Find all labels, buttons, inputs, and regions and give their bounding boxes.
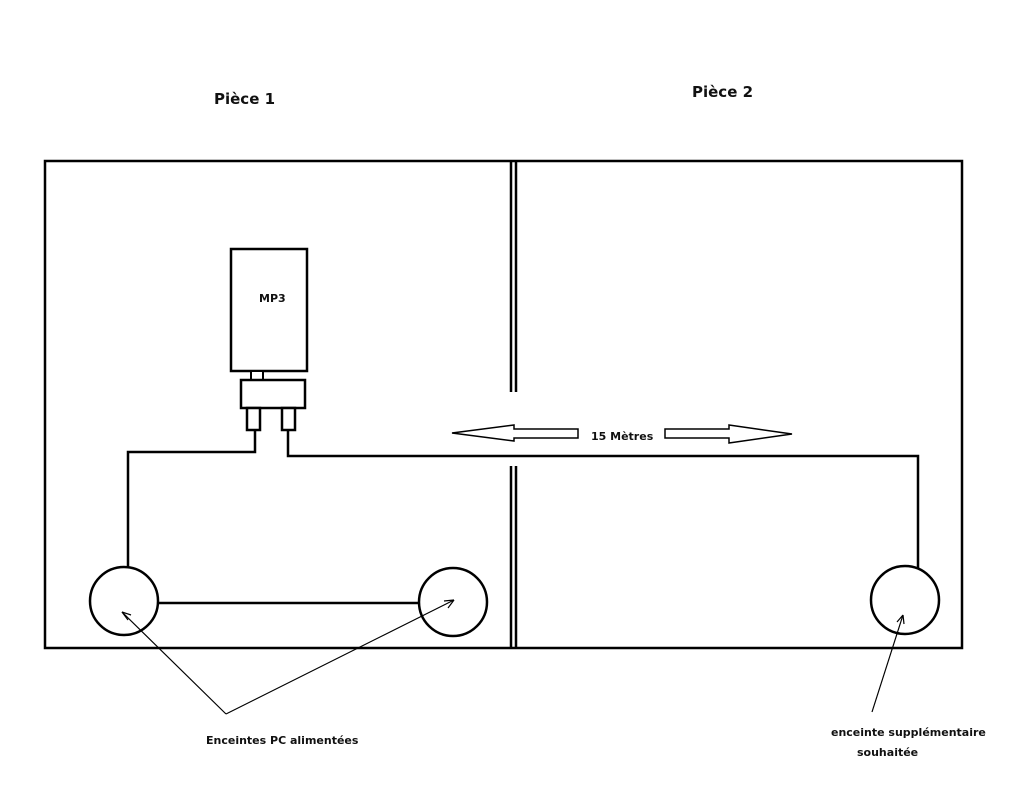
room2-title: Pièce 2 [692, 83, 753, 101]
right-arrow-icon [664, 424, 793, 444]
speaker-cables [126, 430, 920, 605]
extra-speaker-label-line2: souhaitée [857, 746, 918, 759]
distance-label: 15 Mètres [591, 430, 654, 443]
room1-title: Pièce 1 [214, 90, 275, 108]
speaker-left [88, 565, 160, 637]
annotation-pointers [121, 599, 905, 715]
mp3-label: MP3 [259, 292, 286, 305]
speaker-extra [869, 564, 941, 636]
audio-splitter [239, 370, 307, 432]
powered-speakers-label: Enceintes PC alimentées [206, 734, 359, 747]
extra-speaker-label-line1: enceinte supplémentaire [831, 726, 986, 739]
dividing-wall [509, 161, 518, 648]
left-arrow-icon [451, 424, 579, 442]
mp3-player [229, 247, 309, 373]
building-outline [43, 159, 964, 650]
